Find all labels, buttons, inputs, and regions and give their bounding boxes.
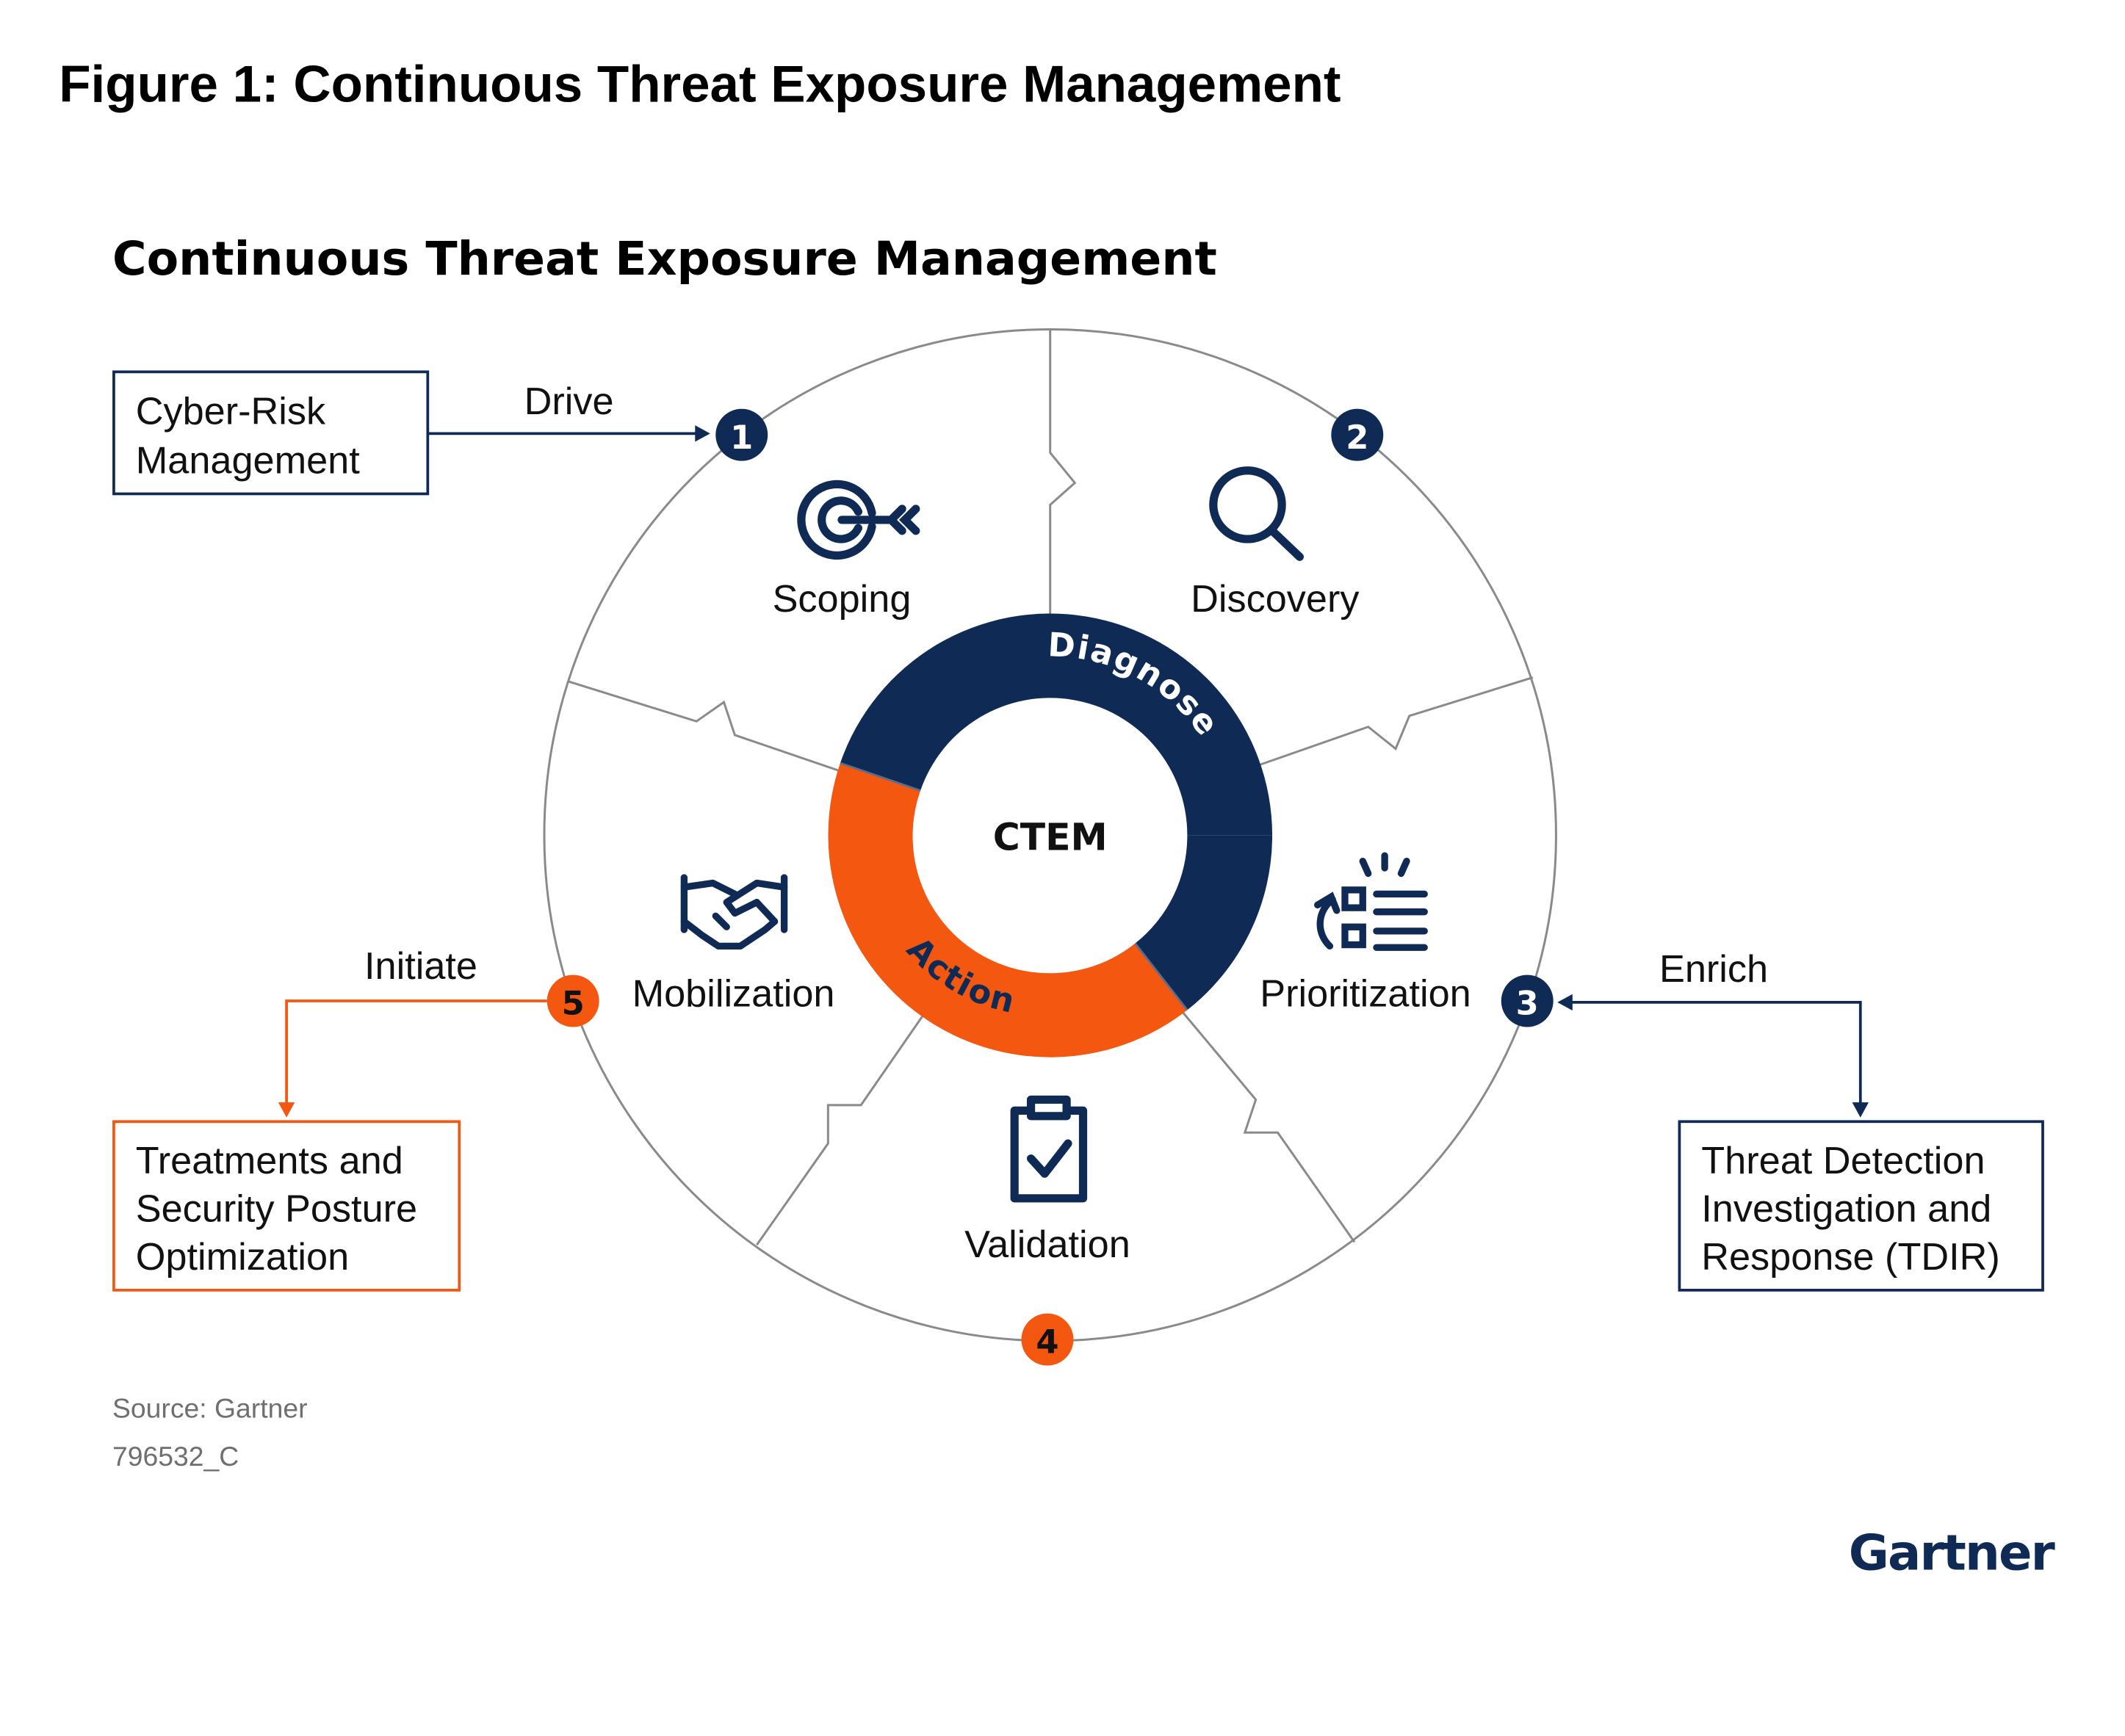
svg-text:2: 2 (1346, 418, 1368, 457)
stage-discovery: Discovery (1191, 466, 1360, 621)
handshake-icon (680, 874, 788, 950)
svg-text:Threat Detection: Threat Detection (1701, 1140, 1985, 1182)
svg-text:4: 4 (1036, 1323, 1058, 1361)
ring-action-segment (828, 763, 1188, 1057)
ring-diagnose-segment (840, 613, 1273, 836)
svg-text:5: 5 (562, 984, 585, 1023)
stage-label: Discovery (1191, 578, 1360, 621)
stage-badge-1: 1 (715, 408, 768, 461)
svg-text:Investigation and: Investigation and (1701, 1188, 1991, 1231)
stage-validation: Validation (964, 1095, 1130, 1266)
stage-dividers (569, 329, 1534, 1246)
magnifier-icon (1209, 466, 1304, 561)
connector-label: Initiate (364, 945, 477, 988)
gartner-logo: Gartner (1849, 1525, 2057, 1582)
connector-label: Drive (524, 380, 614, 423)
target-icon (797, 480, 920, 560)
connector-drive: Cyber-Risk Management Drive (112, 370, 710, 496)
stage-label: Scoping (773, 578, 912, 621)
svg-text:3: 3 (1516, 984, 1539, 1023)
priority-list-icon (1313, 852, 1428, 951)
ring-split-left (840, 762, 921, 792)
diagram-title: Continuous Threat Exposure Management (112, 231, 1217, 286)
clipboard-check-icon (1010, 1095, 1088, 1203)
svg-text:Management: Management (136, 439, 360, 482)
stage-badge-5: 5 (546, 974, 599, 1027)
svg-text:Cyber-Risk: Cyber-Risk (136, 390, 326, 433)
stage-label: Validation (964, 1223, 1130, 1266)
connector-enrich: Threat Detection Investigation and Respo… (1557, 948, 2044, 1292)
stage-prioritization: Prioritization (1260, 852, 1471, 1016)
svg-text:Treatments and: Treatments and (136, 1140, 403, 1182)
stage-badge-4: 4 (1021, 1313, 1074, 1366)
center-label: CTEM (993, 816, 1108, 859)
doc-id: 796532_C (112, 1441, 239, 1472)
ring-diagnose-lower (1135, 835, 1273, 1010)
stage-label: Mobilization (632, 973, 835, 1016)
stage-label: Prioritization (1260, 973, 1471, 1016)
stage-scoping: Scoping (773, 480, 920, 621)
svg-text:Optimization: Optimization (136, 1236, 349, 1279)
figure-title: Figure 1: Continuous Threat Exposure Man… (59, 56, 1341, 114)
stage-badge-2: 2 (1331, 408, 1384, 461)
connector-label: Enrich (1659, 948, 1768, 991)
stage-mobilization: Mobilization (632, 874, 835, 1016)
stage-badge-3: 3 (1501, 974, 1554, 1027)
ring-split-right (1134, 942, 1188, 1011)
svg-text:Response (TDIR): Response (TDIR) (1701, 1236, 2000, 1279)
svg-text:Security Posture: Security Posture (136, 1188, 417, 1231)
connector-initiate: Treatments and Security Posture Optimiza… (112, 945, 547, 1292)
svg-text:1: 1 (730, 418, 753, 457)
source-note: Source: Gartner (112, 1392, 307, 1423)
svg-text:Gartner: Gartner (1849, 1525, 2055, 1582)
